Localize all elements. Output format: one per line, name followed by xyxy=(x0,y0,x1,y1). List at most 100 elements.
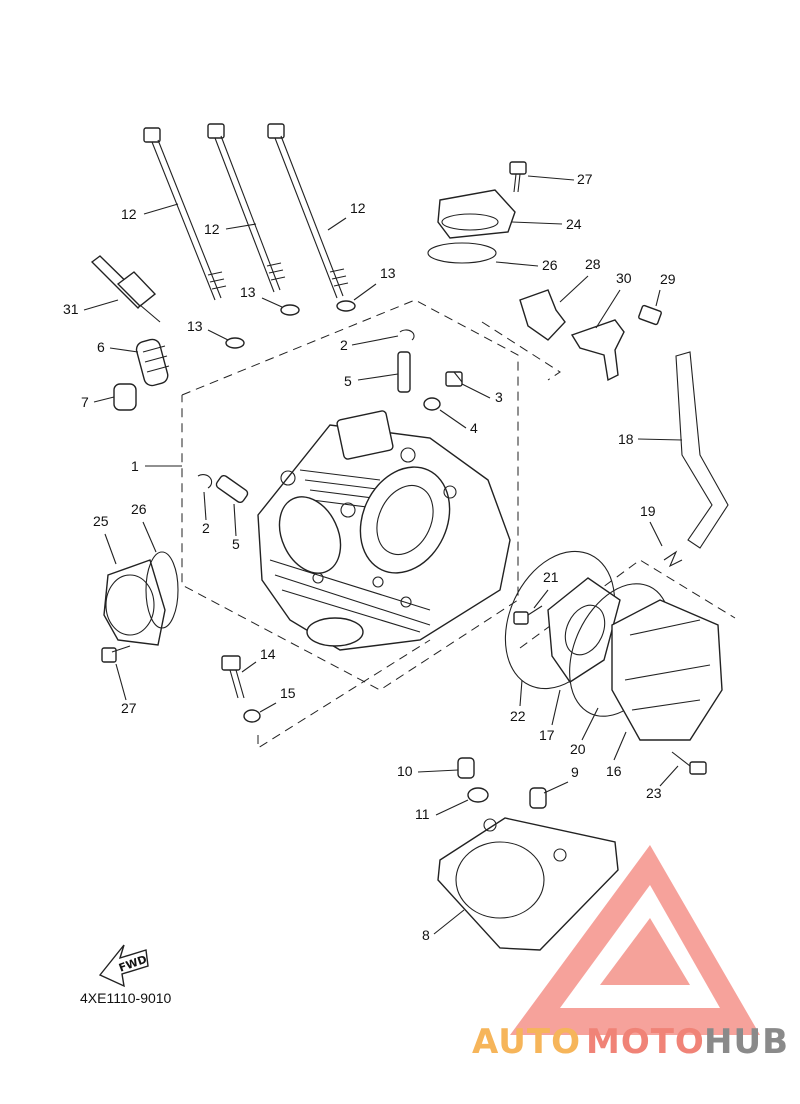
cover-24 xyxy=(437,189,516,239)
leader-line xyxy=(461,383,491,399)
bolt-21 xyxy=(513,605,543,625)
callout-labels: 1223455678910111212121313131415161718192… xyxy=(63,171,676,943)
dowel-10 xyxy=(457,757,475,779)
leader-line xyxy=(83,299,119,311)
leader-line xyxy=(637,438,683,441)
leader-line xyxy=(533,589,549,609)
callout-label: 5 xyxy=(344,373,352,389)
leader-line xyxy=(115,663,127,701)
leader-line xyxy=(207,329,229,341)
watermark-brand: AUTO MOTO HUB xyxy=(472,1022,789,1062)
leader-line xyxy=(143,203,179,215)
bolt-29 xyxy=(638,304,662,326)
bolt-27-left xyxy=(101,645,131,663)
spark-plug xyxy=(90,255,161,323)
head-bolt xyxy=(267,123,349,299)
callout-label: 6 xyxy=(97,339,105,355)
callout-label: 13 xyxy=(187,318,203,334)
callout-label: 1 xyxy=(131,458,139,474)
cover-16 xyxy=(611,599,723,741)
leader-line xyxy=(233,503,237,537)
callout-label: 20 xyxy=(570,741,586,757)
leader-line xyxy=(261,297,283,308)
callout-label: 14 xyxy=(260,646,276,662)
callout-label: 25 xyxy=(93,513,109,529)
bracket-28 xyxy=(519,289,566,341)
callout-label: 12 xyxy=(204,221,220,237)
gasket-26-left xyxy=(145,551,179,629)
leader-line xyxy=(351,335,399,346)
callout-label: 3 xyxy=(495,389,503,405)
fwd-arrow: FWD xyxy=(98,944,149,988)
leader-line xyxy=(543,781,569,794)
callout-label: 26 xyxy=(131,501,147,517)
washer-15 xyxy=(243,709,261,723)
watermark-logo xyxy=(510,845,760,1035)
valve-guides xyxy=(197,329,415,504)
callout-label: 24 xyxy=(566,216,582,232)
plate-17 xyxy=(547,577,621,683)
callout-label: 30 xyxy=(616,270,632,286)
callout-label: 19 xyxy=(640,503,656,519)
callout-label: 12 xyxy=(121,206,137,222)
callout-label: 11 xyxy=(415,806,430,822)
callout-label: 26 xyxy=(542,257,558,273)
head-bolt xyxy=(143,127,227,301)
leader-line xyxy=(104,533,117,565)
leader-line xyxy=(581,707,599,741)
leader-line xyxy=(655,289,661,307)
plug-7 xyxy=(113,383,137,411)
callout-label: 5 xyxy=(232,536,240,552)
o-ring-26 xyxy=(427,242,497,264)
leader-line xyxy=(109,347,139,353)
leader-line xyxy=(551,689,561,726)
callout-label: 17 xyxy=(539,727,555,743)
leader-line xyxy=(417,769,459,773)
callout-label: 23 xyxy=(646,785,662,801)
callout-label: 31 xyxy=(63,301,79,317)
dowel-9 xyxy=(529,787,547,809)
callout-label: 13 xyxy=(380,265,396,281)
leader-line xyxy=(435,799,469,816)
leader-line xyxy=(353,283,377,301)
callout-label: 10 xyxy=(397,763,413,779)
bolt-27-top xyxy=(509,161,527,193)
gasket-8 xyxy=(437,817,619,951)
callout-label: 29 xyxy=(660,271,676,287)
callout-label: 28 xyxy=(585,256,601,272)
leader-line xyxy=(142,521,157,553)
leader-line xyxy=(241,661,257,673)
callout-label: 27 xyxy=(121,700,137,716)
leader-line xyxy=(495,261,539,267)
part-code: 4XE1110-9010 xyxy=(80,990,172,1006)
head-bolt xyxy=(207,123,286,293)
leader-line xyxy=(225,223,257,230)
callout-label: 13 xyxy=(240,284,256,300)
watermark-hub: HUB xyxy=(704,1022,789,1062)
plug-6 xyxy=(135,338,170,387)
leader-line xyxy=(659,765,679,787)
leader-line xyxy=(649,521,663,547)
leader-line xyxy=(433,909,465,935)
leader-line xyxy=(519,679,523,707)
callout-label: 12 xyxy=(350,200,366,216)
washers xyxy=(225,300,356,349)
leader-line xyxy=(613,731,627,761)
leader-line xyxy=(259,702,277,713)
leader-line xyxy=(559,275,589,303)
head-bolts xyxy=(143,123,349,301)
leader-line xyxy=(595,289,621,329)
leader-line xyxy=(511,221,563,225)
washer-4 xyxy=(423,397,441,411)
callout-label: 2 xyxy=(340,337,348,353)
callout-label: 4 xyxy=(470,420,478,436)
callout-label: 16 xyxy=(606,763,622,779)
bracket-30 xyxy=(570,319,625,382)
leader-line xyxy=(527,175,575,181)
callout-label: 7 xyxy=(81,394,89,410)
bolt-14 xyxy=(221,655,245,699)
callout-label: 2 xyxy=(202,520,210,536)
cap-25 xyxy=(103,559,166,646)
washer-11 xyxy=(467,787,489,803)
leader-line xyxy=(203,491,207,521)
